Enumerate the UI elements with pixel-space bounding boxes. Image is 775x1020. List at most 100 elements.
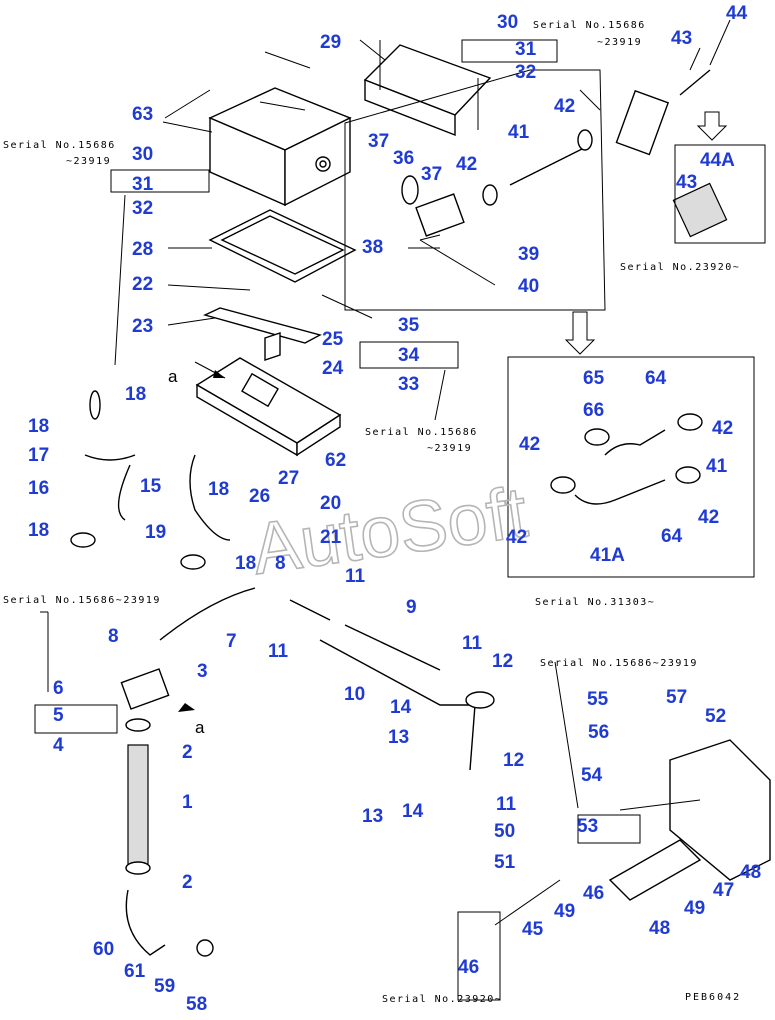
box-31-32 bbox=[110, 169, 210, 193]
callout-15: 15 bbox=[140, 476, 162, 497]
callout-20: 20 bbox=[320, 493, 341, 514]
serial-label-a-range: ~23919 bbox=[597, 37, 642, 48]
callout-1: 1 bbox=[182, 792, 193, 813]
callout-50: 50 bbox=[494, 821, 515, 842]
callout-42: 42 bbox=[519, 434, 540, 455]
callout-42: 42 bbox=[698, 507, 719, 528]
callout-33: 33 bbox=[398, 374, 419, 395]
callout-57: 57 bbox=[666, 687, 687, 708]
down-arrows bbox=[178, 111, 728, 712]
box-31303 bbox=[507, 356, 755, 578]
callout-53: 53 bbox=[577, 816, 598, 837]
callout-18: 18 bbox=[28, 416, 49, 437]
lever-rod bbox=[494, 799, 702, 926]
callout-44A: 44A bbox=[700, 150, 735, 171]
callout-64: 64 bbox=[645, 368, 667, 389]
lower-box bbox=[195, 357, 342, 457]
callout-25: 25 bbox=[322, 329, 344, 350]
serial-label-b: Serial No.15686 bbox=[3, 140, 116, 151]
callout-60: 60 bbox=[93, 939, 114, 960]
callout-13: 13 bbox=[388, 727, 409, 748]
cover-panel bbox=[669, 739, 771, 881]
callout-54: 54 bbox=[581, 765, 603, 786]
callout-40: 40 bbox=[518, 276, 539, 297]
callout-32: 32 bbox=[515, 62, 536, 83]
callout-2: 2 bbox=[182, 742, 193, 763]
callout-34: 34 bbox=[398, 345, 420, 366]
callout-66: 66 bbox=[583, 400, 604, 421]
callout-18: 18 bbox=[235, 553, 256, 574]
callout-18: 18 bbox=[125, 384, 146, 405]
callout-42: 42 bbox=[456, 154, 477, 175]
callout-21: 21 bbox=[320, 527, 342, 548]
callout-6: 6 bbox=[53, 678, 64, 699]
callout-3: 3 bbox=[197, 661, 208, 682]
callout-47: 47 bbox=[713, 880, 734, 901]
callout-42: 42 bbox=[506, 527, 527, 548]
serial-label-b-range: ~23919 bbox=[66, 156, 111, 167]
watermark: AutoSoft bbox=[247, 472, 532, 590]
callout-18: 18 bbox=[208, 479, 229, 500]
callout-19: 19 bbox=[145, 522, 166, 543]
callout-52: 52 bbox=[705, 706, 726, 727]
callout-39: 39 bbox=[518, 244, 539, 265]
callout-51: 51 bbox=[494, 852, 516, 873]
callout-43: 43 bbox=[676, 172, 697, 193]
callout-14: 14 bbox=[390, 697, 412, 718]
callout-31: 31 bbox=[515, 39, 537, 60]
callout-36: 36 bbox=[393, 148, 414, 169]
callout-31: 31 bbox=[132, 174, 154, 195]
callout-26: 26 bbox=[249, 486, 270, 507]
callout-49: 49 bbox=[684, 898, 705, 919]
callout-45: 45 bbox=[522, 919, 544, 940]
callout-65: 65 bbox=[583, 368, 605, 389]
callout-9: 9 bbox=[406, 597, 417, 618]
callout-41: 41 bbox=[508, 122, 530, 143]
box-34 bbox=[359, 341, 459, 369]
callout-63: 63 bbox=[132, 104, 153, 125]
callout-37: 37 bbox=[368, 131, 389, 152]
callout-59: 59 bbox=[154, 976, 175, 997]
callout-38: 38 bbox=[362, 237, 383, 258]
box-44a bbox=[674, 144, 766, 244]
group-box-air-duct bbox=[344, 69, 606, 311]
callout-48: 48 bbox=[649, 918, 670, 939]
callout-43: 43 bbox=[671, 28, 692, 49]
box-30-31-top bbox=[461, 39, 558, 63]
callout-61: 61 bbox=[124, 961, 146, 982]
serial-label-f: Serial No.15686~23919 bbox=[3, 595, 161, 606]
view-letter-a-upper: a bbox=[168, 367, 178, 386]
callout-62: 62 bbox=[325, 450, 346, 471]
callout-11: 11 bbox=[496, 794, 517, 815]
callout-11: 11 bbox=[462, 633, 483, 654]
callout-56: 56 bbox=[588, 722, 609, 743]
callout-7: 7 bbox=[226, 631, 237, 652]
callout-12: 12 bbox=[492, 651, 513, 672]
callout-35: 35 bbox=[398, 315, 420, 336]
callout-17: 17 bbox=[28, 445, 49, 466]
callout-58: 58 bbox=[186, 994, 207, 1015]
callout-42: 42 bbox=[712, 418, 733, 439]
callout-4: 4 bbox=[53, 735, 64, 756]
corrugated-hose bbox=[125, 718, 214, 957]
callout-10: 10 bbox=[344, 684, 365, 705]
callout-41: 41 bbox=[706, 456, 728, 477]
callout-49: 49 bbox=[554, 901, 575, 922]
callout-55: 55 bbox=[587, 689, 609, 710]
detail-31303 bbox=[550, 413, 703, 505]
box-5-6 bbox=[34, 704, 118, 734]
serial-label-g: Serial No.15686~23919 bbox=[540, 658, 698, 669]
callout-11: 11 bbox=[345, 566, 366, 587]
box-53 bbox=[577, 814, 641, 844]
serial-label-h: Serial No.23920~ bbox=[382, 994, 502, 1005]
callout-32: 32 bbox=[132, 198, 153, 219]
callouts: 1 2 2 3 4 5 6 7 8 8 9 10 11 11 11 11 12 … bbox=[28, 3, 761, 1015]
leader-lines bbox=[40, 19, 731, 809]
drawing-code: PEB6042 bbox=[685, 992, 741, 1003]
hoses-left bbox=[70, 390, 231, 570]
detail-44a bbox=[672, 182, 728, 238]
callout-41A: 41A bbox=[590, 545, 625, 566]
intake-pipes bbox=[120, 587, 495, 771]
callout-12: 12 bbox=[503, 750, 524, 771]
